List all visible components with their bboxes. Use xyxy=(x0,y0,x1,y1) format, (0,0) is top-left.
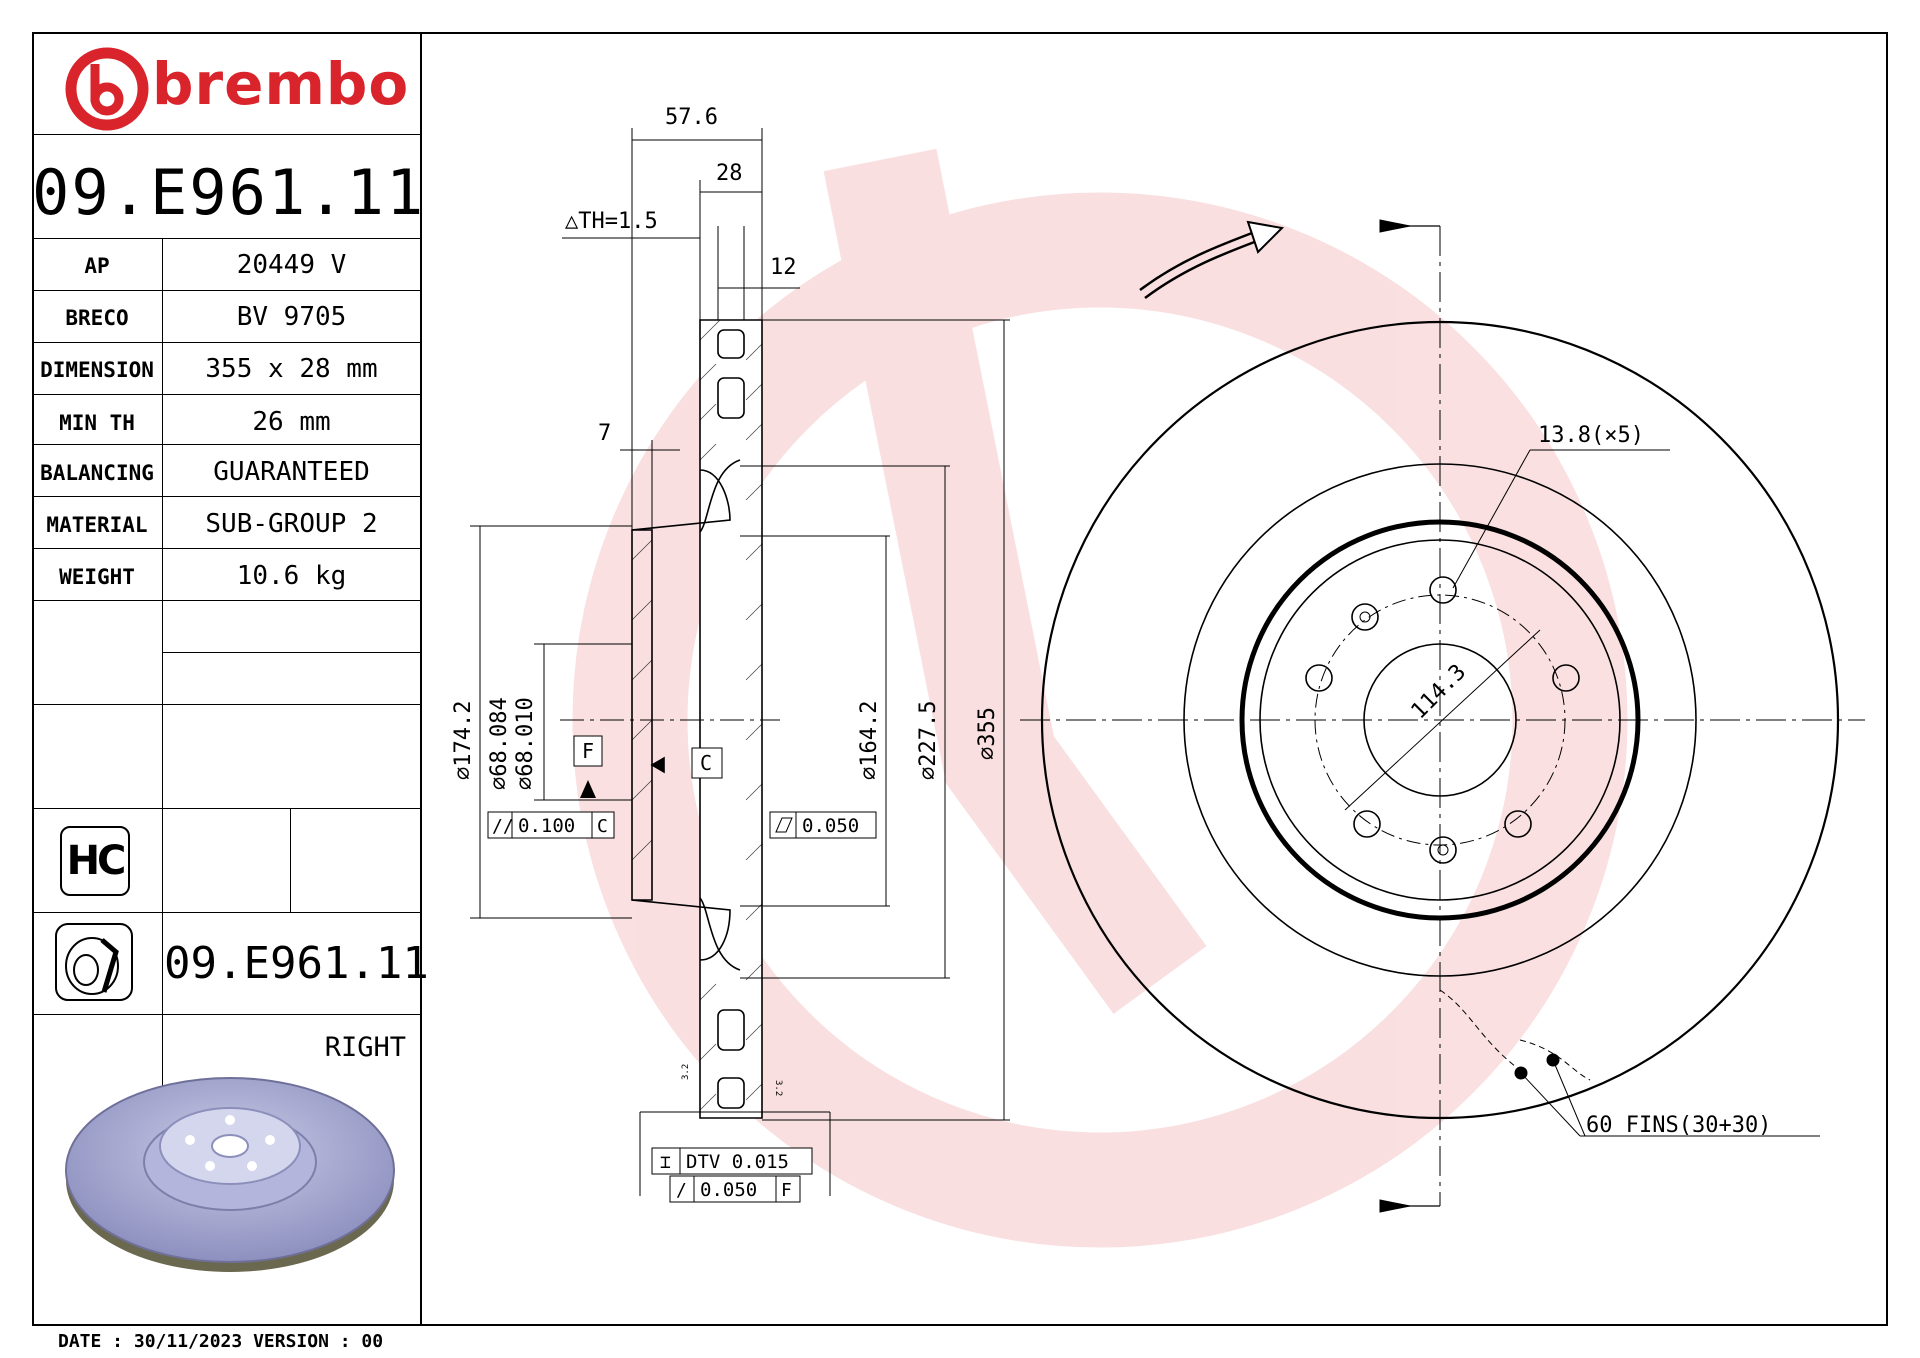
brand-name: brembo xyxy=(152,50,410,118)
section-dimensions xyxy=(470,128,1010,1196)
footer-date-version: DATE : 30/11/2023 VERSION : 00 xyxy=(58,1331,384,1352)
svg-text://: // xyxy=(492,816,514,837)
spec-label-min-th: MIN TH xyxy=(59,411,135,435)
spec-label-breco: BRECO xyxy=(65,306,129,330)
dim-delta-th: △TH=1.5 xyxy=(565,209,658,234)
svg-text:DTV 0.015: DTV 0.015 xyxy=(686,1151,789,1173)
spec-value-dimension: 355 x 28 mm xyxy=(205,354,378,384)
side-label: RIGHT xyxy=(324,1032,406,1063)
svg-text:0.100: 0.100 xyxy=(518,815,575,837)
svg-text:0.050: 0.050 xyxy=(802,815,859,837)
spec-label-material: MATERIAL xyxy=(46,513,148,537)
cross-section-view xyxy=(560,319,780,1119)
svg-text:3.2: 3.2 xyxy=(681,1064,691,1080)
spec-value-ap: 20449 V xyxy=(236,250,347,280)
spec-value-weight: 10.6 kg xyxy=(236,561,347,591)
dim-bolt-holes: 13.8(×5) xyxy=(1538,423,1644,448)
svg-text:F: F xyxy=(582,739,594,763)
spec-label-ap: AP xyxy=(84,254,110,278)
dim-hat-offset: 7 xyxy=(598,421,611,446)
title-block: brembo 09.E961.11 AP 20449 V BRECO BV 97… xyxy=(32,32,429,1326)
svg-text:⌶: ⌶ xyxy=(660,1152,671,1173)
brake-disc-icon xyxy=(55,923,133,1001)
svg-text:/: / xyxy=(676,1180,687,1201)
svg-text:F: F xyxy=(781,1180,792,1201)
part-number-secondary: 09.E961.11 xyxy=(164,938,429,989)
runout-frame: / 0.050 F xyxy=(669,1175,801,1203)
dim-flange: 12 xyxy=(770,255,797,280)
dim-thickness: 28 xyxy=(716,161,743,186)
dim-d68084: ⌀68.084 xyxy=(487,697,512,790)
parallelism-frame: // 0.100 C xyxy=(487,811,615,839)
disc-render-image xyxy=(65,1077,395,1272)
datum-f: F xyxy=(573,735,603,798)
dim-pcd: 114.3 xyxy=(1407,660,1472,725)
hc-badge-text: HC xyxy=(66,838,127,884)
svg-text:3.2: 3.2 xyxy=(773,1080,783,1096)
brembo-logo-icon xyxy=(65,47,149,131)
spec-label-dimension: DIMENSION xyxy=(40,358,154,382)
dim-d68010: ⌀68.010 xyxy=(513,697,538,790)
svg-text:C: C xyxy=(597,816,608,837)
svg-text:0.050: 0.050 xyxy=(700,1179,757,1201)
hc-badge: HC xyxy=(60,826,130,896)
spec-label-weight: WEIGHT xyxy=(59,565,135,589)
dim-fins: 60 FINS(30+30) xyxy=(1586,1113,1771,1138)
spec-value-balancing: GUARANTEED xyxy=(213,457,370,487)
spec-value-min-th: 26 mm xyxy=(252,407,331,437)
dim-d164: ⌀164.2 xyxy=(857,701,882,780)
dim-overall-width: 57.6 xyxy=(665,105,718,130)
part-number: 09.E961.11 xyxy=(32,156,426,229)
spec-value-material: SUB-GROUP 2 xyxy=(205,509,378,539)
dim-d227: ⌀227.5 xyxy=(916,701,941,780)
datum-c: C xyxy=(691,747,723,779)
dim-d174: ⌀174.2 xyxy=(451,701,476,780)
spec-value-breco: BV 9705 xyxy=(236,302,347,332)
dtv-frame: ⌶ DTV 0.015 xyxy=(651,1147,813,1175)
brembo-watermark-icon xyxy=(572,148,1628,1248)
dim-d355: ⌀355 xyxy=(975,707,1000,760)
svg-text:C: C xyxy=(700,751,712,775)
front-view xyxy=(1020,219,1865,1213)
spec-label-balancing: BALANCING xyxy=(40,461,154,485)
drawing-frame xyxy=(32,32,1888,1326)
flatness-frame: 0.050 xyxy=(769,811,877,839)
roughness-marks: 3.2 3.2 xyxy=(681,1064,783,1097)
